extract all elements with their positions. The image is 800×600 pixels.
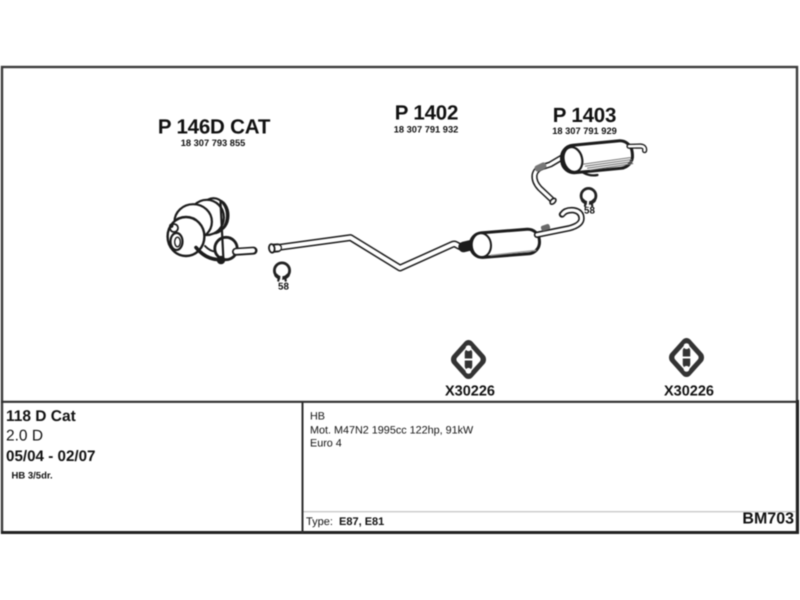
svg-text:HB 3/5dr.: HB 3/5dr. bbox=[12, 471, 53, 482]
svg-text:58: 58 bbox=[278, 282, 289, 293]
svg-text:2.0 D: 2.0 D bbox=[6, 428, 43, 445]
svg-text:05/04 - 02/07: 05/04 - 02/07 bbox=[6, 448, 96, 465]
svg-text:18 307 791 932: 18 307 791 932 bbox=[394, 124, 459, 134]
svg-text:Type: E87, E81: Type: E87, E81 bbox=[306, 516, 384, 528]
svg-text:HB: HB bbox=[310, 411, 325, 423]
svg-text:X30226: X30226 bbox=[664, 384, 714, 400]
svg-text:Euro 4: Euro 4 bbox=[310, 437, 342, 449]
svg-text:58: 58 bbox=[584, 206, 595, 217]
svg-text:P 146D CAT: P 146D CAT bbox=[158, 116, 271, 139]
svg-text:P 1403: P 1403 bbox=[553, 104, 616, 127]
svg-text:Mot. M47N2 1995cc 122hp, 91kW: Mot. M47N2 1995cc 122hp, 91kW bbox=[310, 424, 474, 436]
svg-text:18 307 793 855: 18 307 793 855 bbox=[181, 138, 246, 148]
svg-text:BM703: BM703 bbox=[742, 511, 794, 528]
svg-text:X30226: X30226 bbox=[445, 384, 495, 400]
svg-text:18 307 791 929: 18 307 791 929 bbox=[552, 126, 617, 136]
svg-text:118 D Cat: 118 D Cat bbox=[6, 408, 76, 425]
svg-text:P 1402: P 1402 bbox=[395, 101, 458, 124]
